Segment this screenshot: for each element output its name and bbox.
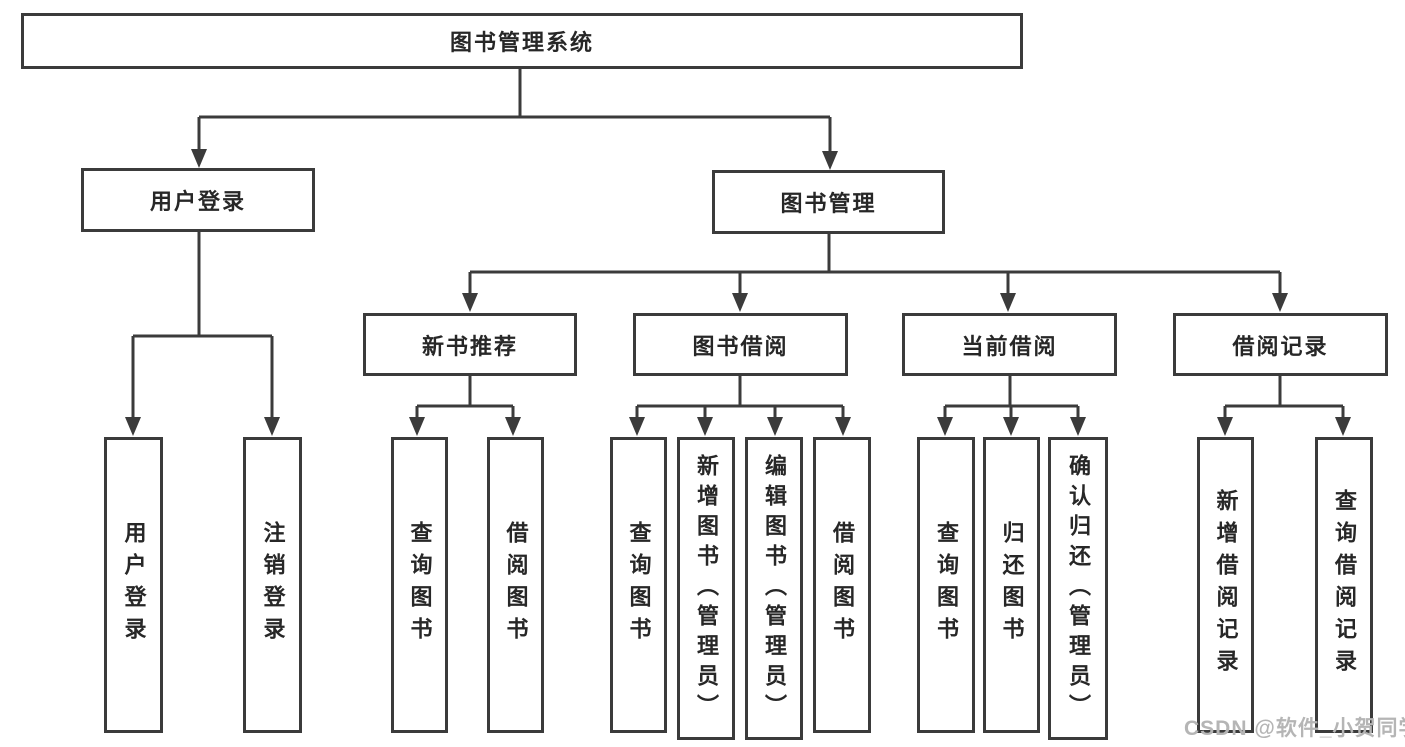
leaf-borrow-books-borrowing: 借阅图书: [813, 437, 871, 733]
leaf-query-books-current: 查询图书: [917, 437, 975, 733]
node-book-borrowing: 图书借阅: [633, 313, 848, 376]
node-user-login: 用户登录: [81, 168, 315, 232]
leaf-return-books: 归还图书: [983, 437, 1040, 733]
node-borrowing-records: 借阅记录: [1173, 313, 1388, 376]
node-library-management-system: 图书管理系统: [21, 13, 1023, 69]
leaf-edit-books-admin: 编辑图书（管理员）: [745, 437, 803, 740]
csdn-watermark: CSDN @软件_小贺同学: [1184, 717, 1405, 740]
leaf-add-borrow-record: 新增借阅记录: [1197, 437, 1254, 733]
leaf-query-books-recommend: 查询图书: [391, 437, 448, 733]
leaf-confirm-return-admin: 确认归还（管理员）: [1048, 437, 1108, 740]
node-current-borrowing: 当前借阅: [902, 313, 1117, 376]
leaf-user-login: 用户登录: [104, 437, 163, 733]
leaf-query-borrow-record: 查询借阅记录: [1315, 437, 1373, 733]
node-new-book-recommendation: 新书推荐: [363, 313, 577, 376]
leaf-add-books-admin: 新增图书（管理员）: [677, 437, 735, 740]
leaf-borrow-books-recommend: 借阅图书: [487, 437, 544, 733]
leaf-query-books-borrowing: 查询图书: [610, 437, 667, 733]
leaf-logout: 注销登录: [243, 437, 302, 733]
node-book-management: 图书管理: [712, 170, 945, 234]
